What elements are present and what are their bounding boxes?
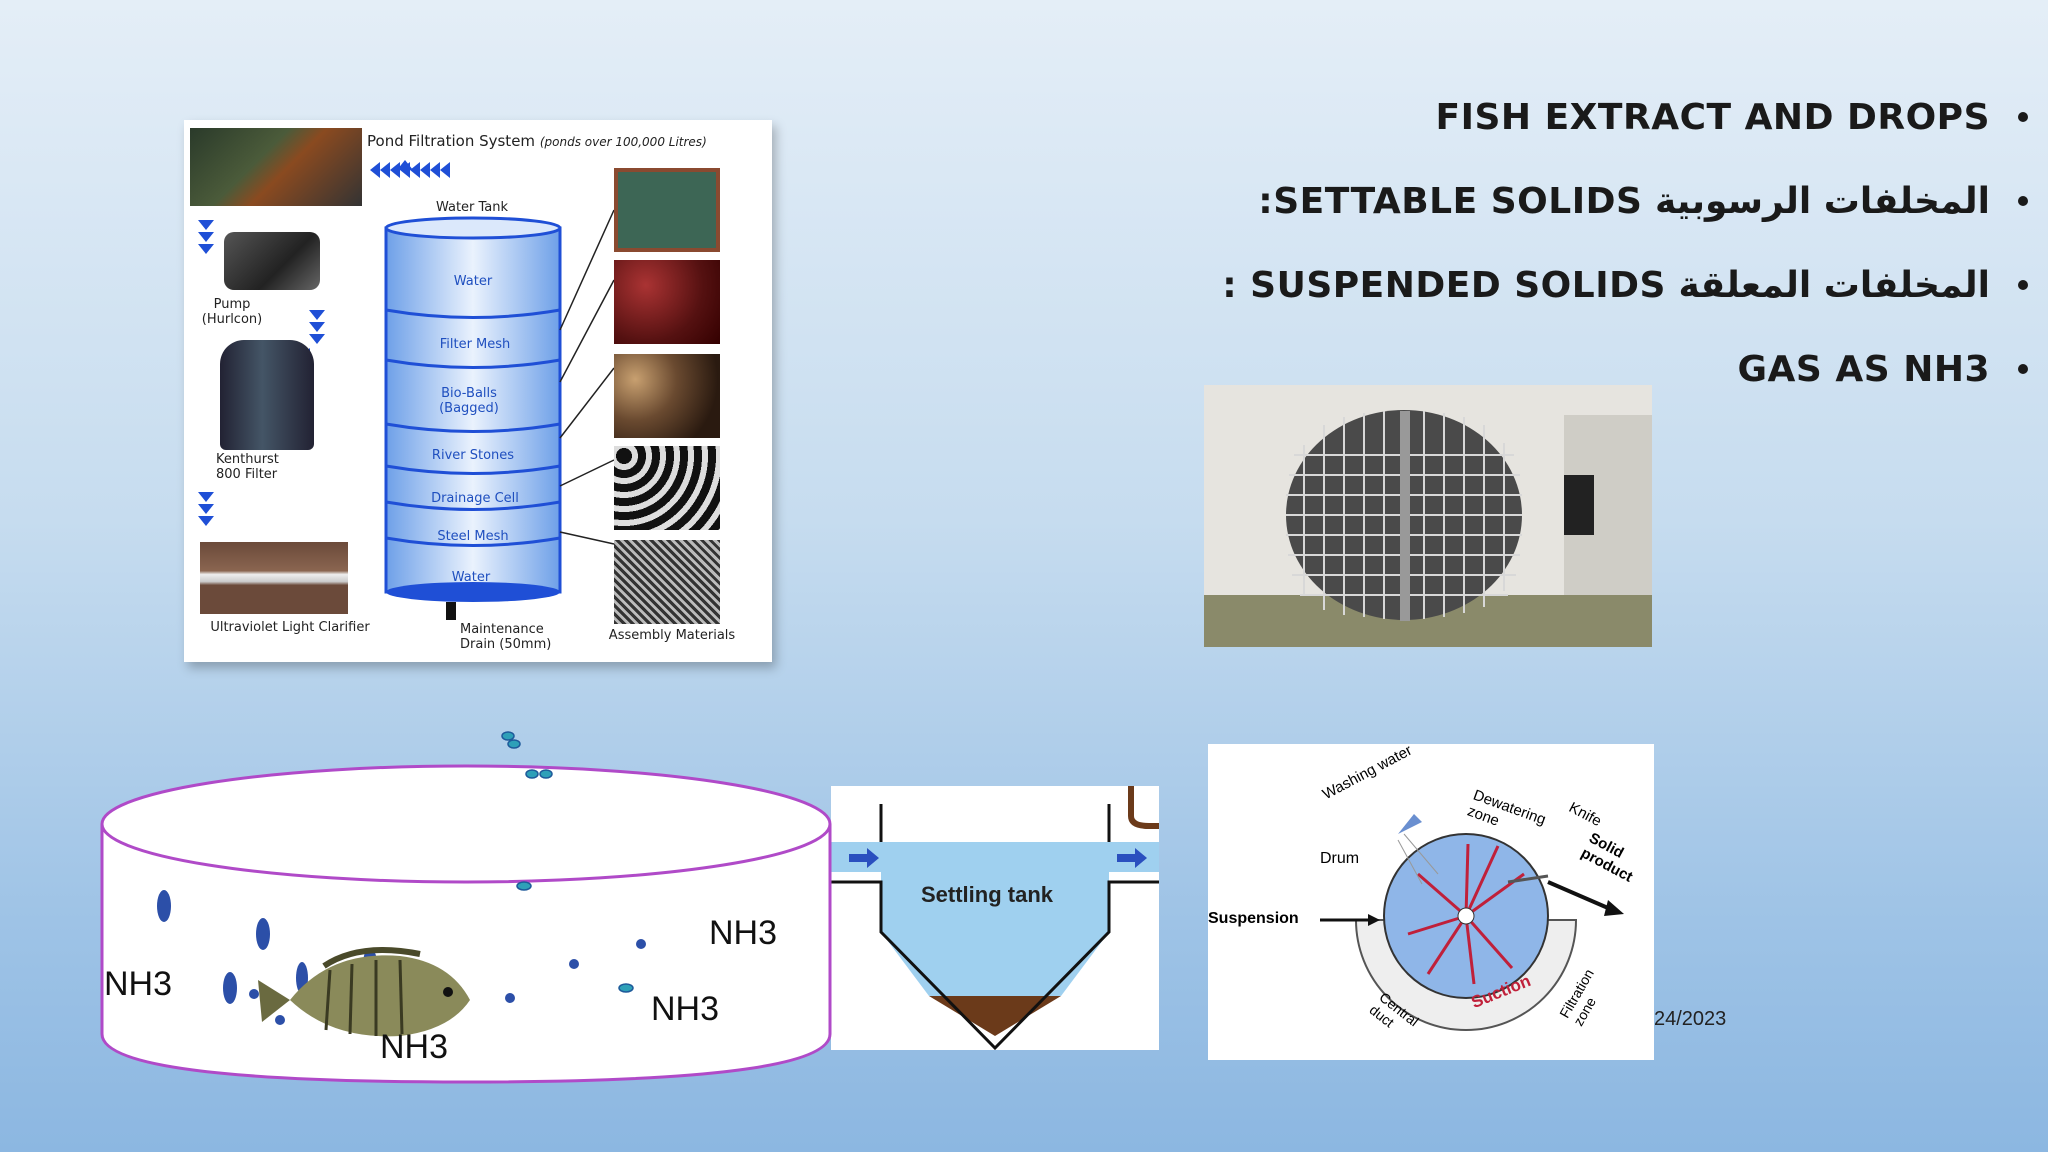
bullet-text: المخلفات المعلقة SUSPENDED SOLIDS : [1222, 264, 1990, 306]
drum-schematic: Washing water Dewatering zone Knife Soli… [1208, 742, 1654, 1060]
pond-title: Pond Filtration System (ponds over 100,0… [367, 132, 707, 150]
slide-date: 24/2023 [1654, 1008, 1727, 1030]
filter-label: Kenthurst 800 Filter [216, 452, 279, 482]
drum-filter-photo [1204, 385, 1652, 647]
pump-image [224, 232, 320, 290]
bullet-item: GAS AS NH3 [1028, 327, 2028, 411]
bullet-item: المخلفات الرسوبية SETTABLE SOLIDS: [1028, 159, 2028, 243]
material-stones-image [614, 354, 720, 438]
settling-tank-diagram: Settling tank [831, 786, 1159, 1051]
nh3-label: NH3 [104, 965, 173, 1003]
bullet-item: FISH EXTRACT AND DROPS [1028, 75, 2028, 159]
settling-tank-illustration [831, 786, 1159, 1051]
drum-filter-illustration [1204, 385, 1652, 647]
bullet-item: المخلفات المعلقة SUSPENDED SOLIDS : [1028, 243, 2028, 327]
drum-schematic-illustration [1320, 814, 1624, 1031]
nh3-label: NH3 [651, 990, 720, 1028]
bullet-dot [2018, 280, 2028, 290]
bullet-text: المخلفات الرسوبية SETTABLE SOLIDS: [1258, 180, 1990, 222]
pond-filtration-image: Pond Filtration System (ponds over 100,0… [184, 120, 772, 662]
pond-subtitle: (ponds over 100,000 Litres) [539, 135, 707, 149]
nh3-label: NH3 [380, 1028, 449, 1066]
assembly-label: Assembly Materials [608, 628, 736, 643]
layer-river-stones: River Stones [431, 448, 515, 463]
drain-label: Maintenance Drain (50mm) [460, 622, 552, 652]
layer-filter-mesh: Filter Mesh [439, 337, 511, 352]
pump-label: Pump (Hurlcon) [201, 297, 263, 327]
water-tank-label: Water Tank [435, 200, 509, 215]
bullet-text: GAS AS NH3 [1737, 348, 1990, 390]
uv-label: Ultraviolet Light Clarifier [210, 620, 370, 635]
drum-label: Drum [1320, 850, 1360, 867]
pond-title-text: Pond Filtration System [367, 132, 536, 150]
fish-tank-illustration [100, 731, 832, 1084]
layer-water-bottom: Water [451, 570, 491, 585]
koi-pond-photo [190, 128, 362, 206]
bullet-text: FISH EXTRACT AND DROPS [1435, 96, 1990, 138]
uv-clarifier-image [200, 542, 348, 614]
material-drainage-cell-image [614, 446, 720, 530]
material-bioballs-image [614, 260, 720, 344]
layer-bio-balls: Bio-Balls (Bagged) [439, 386, 499, 416]
bullet-list: FISH EXTRACT AND DROPS المخلفات الرسوبية… [1028, 75, 2028, 411]
sand-filter-image [220, 340, 314, 450]
tilapia-fish-icon [258, 947, 470, 1037]
settling-tank-label: Settling tank [921, 882, 1054, 907]
layer-steel-mesh: Steel Mesh [437, 529, 509, 544]
suspension-label: Suspension [1208, 910, 1299, 927]
bullet-dot [2018, 112, 2028, 122]
layer-drainage-cell: Drainage Cell [431, 491, 519, 506]
layer-water-top: Water [453, 274, 493, 289]
flow-arrows-icon [198, 160, 615, 620]
bullet-dot [2018, 364, 2028, 374]
material-steel-mesh-image [614, 540, 720, 624]
bullet-dot [2018, 196, 2028, 206]
material-mat-image [614, 168, 720, 252]
nh3-label: NH3 [709, 914, 778, 952]
